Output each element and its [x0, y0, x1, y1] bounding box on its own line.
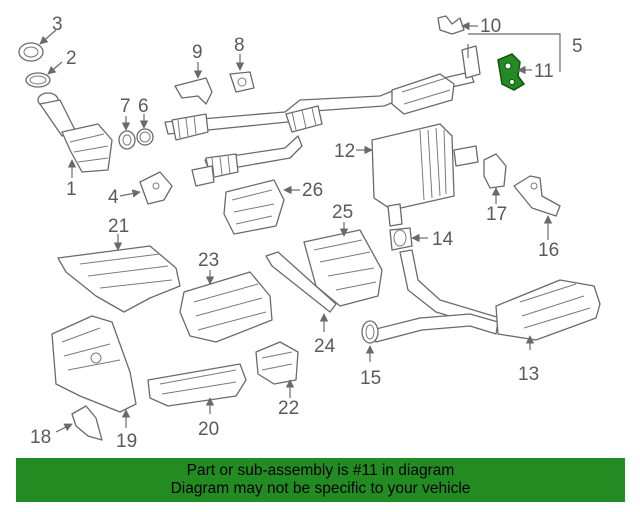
callout-5: 5	[572, 36, 583, 57]
part-12-muffler[interactable]	[371, 123, 479, 227]
part-19-heat-shield[interactable]	[51, 315, 137, 413]
callout-14: 14	[432, 229, 454, 250]
part-23-heat-shield[interactable]	[179, 271, 273, 343]
callout-15: 15	[360, 368, 381, 389]
part-8-hanger[interactable]	[229, 71, 255, 93]
part-21-heat-shield[interactable]	[57, 245, 181, 313]
part-26-heat-shield[interactable]	[223, 179, 285, 235]
callout-6: 6	[138, 96, 149, 117]
part-15-gasket[interactable]	[361, 320, 379, 344]
part-11-bracket-highlighted[interactable]	[497, 53, 526, 91]
part-1-catalytic-converter[interactable]	[37, 92, 113, 173]
leader-lines	[39, 21, 561, 433]
callout-7: 7	[120, 96, 131, 117]
front-pipe-assembly[interactable]	[164, 71, 475, 187]
callout-17: 17	[486, 204, 507, 225]
part-18-shield[interactable]	[71, 405, 103, 441]
part-24-heat-shield-strip[interactable]	[265, 251, 337, 313]
callout-18: 18	[30, 427, 51, 448]
callout-2: 2	[66, 48, 77, 69]
callout-12: 12	[334, 141, 355, 162]
part-7-seal[interactable]	[118, 130, 136, 150]
callout-25: 25	[332, 202, 353, 223]
callout-19: 19	[116, 431, 137, 452]
part-2-gasket[interactable]	[25, 72, 51, 88]
callout-labels: 3 2 1 4 7 6 9 8 10 5 11 12 13 14 15 16 1…	[30, 14, 583, 452]
callout-26: 26	[302, 180, 323, 201]
rear-y-pipe[interactable]	[371, 249, 501, 343]
banner-line-2: Diagram may not be specific to your vehi…	[170, 480, 471, 497]
callout-20: 20	[198, 419, 219, 440]
part-17-hanger[interactable]	[483, 153, 507, 189]
callout-1: 1	[66, 179, 77, 200]
callout-21: 21	[108, 216, 129, 237]
part-3-clamp[interactable]	[18, 42, 44, 62]
center-catalyst[interactable]	[391, 73, 455, 115]
part-16-bracket[interactable]	[513, 175, 561, 217]
callout-16: 16	[538, 240, 559, 261]
part-20-heat-shield[interactable]	[147, 363, 247, 407]
callout-3: 3	[52, 14, 63, 35]
part-13-rear-muffler[interactable]	[495, 279, 601, 341]
callout-11: 11	[534, 61, 554, 82]
callout-24: 24	[314, 336, 336, 357]
callout-23: 23	[198, 250, 219, 271]
part-9-bracket[interactable]	[174, 77, 213, 105]
part-6-gasket[interactable]	[136, 128, 154, 146]
banner-line-1: Part or sub-assembly is #11 in diagram	[186, 462, 455, 479]
callout-4: 4	[108, 187, 119, 208]
callout-9: 9	[192, 42, 203, 63]
part-4-bracket[interactable]	[139, 171, 173, 205]
callout-22: 22	[278, 398, 299, 419]
part-22-shield[interactable]	[255, 341, 299, 385]
callout-13: 13	[518, 364, 539, 385]
part-5-connector[interactable]	[461, 45, 481, 79]
part-14-clamp[interactable]	[389, 227, 413, 251]
info-banner: Part or sub-assembly is #11 in diagram D…	[16, 458, 625, 502]
callout-10: 10	[480, 16, 501, 37]
part-10-clamp[interactable]	[437, 15, 465, 35]
callout-8: 8	[234, 35, 245, 56]
parts-diagram: 3 2 1 4 7 6 9 8 10 5 11 12 13 14 15 16 1…	[18, 14, 601, 452]
